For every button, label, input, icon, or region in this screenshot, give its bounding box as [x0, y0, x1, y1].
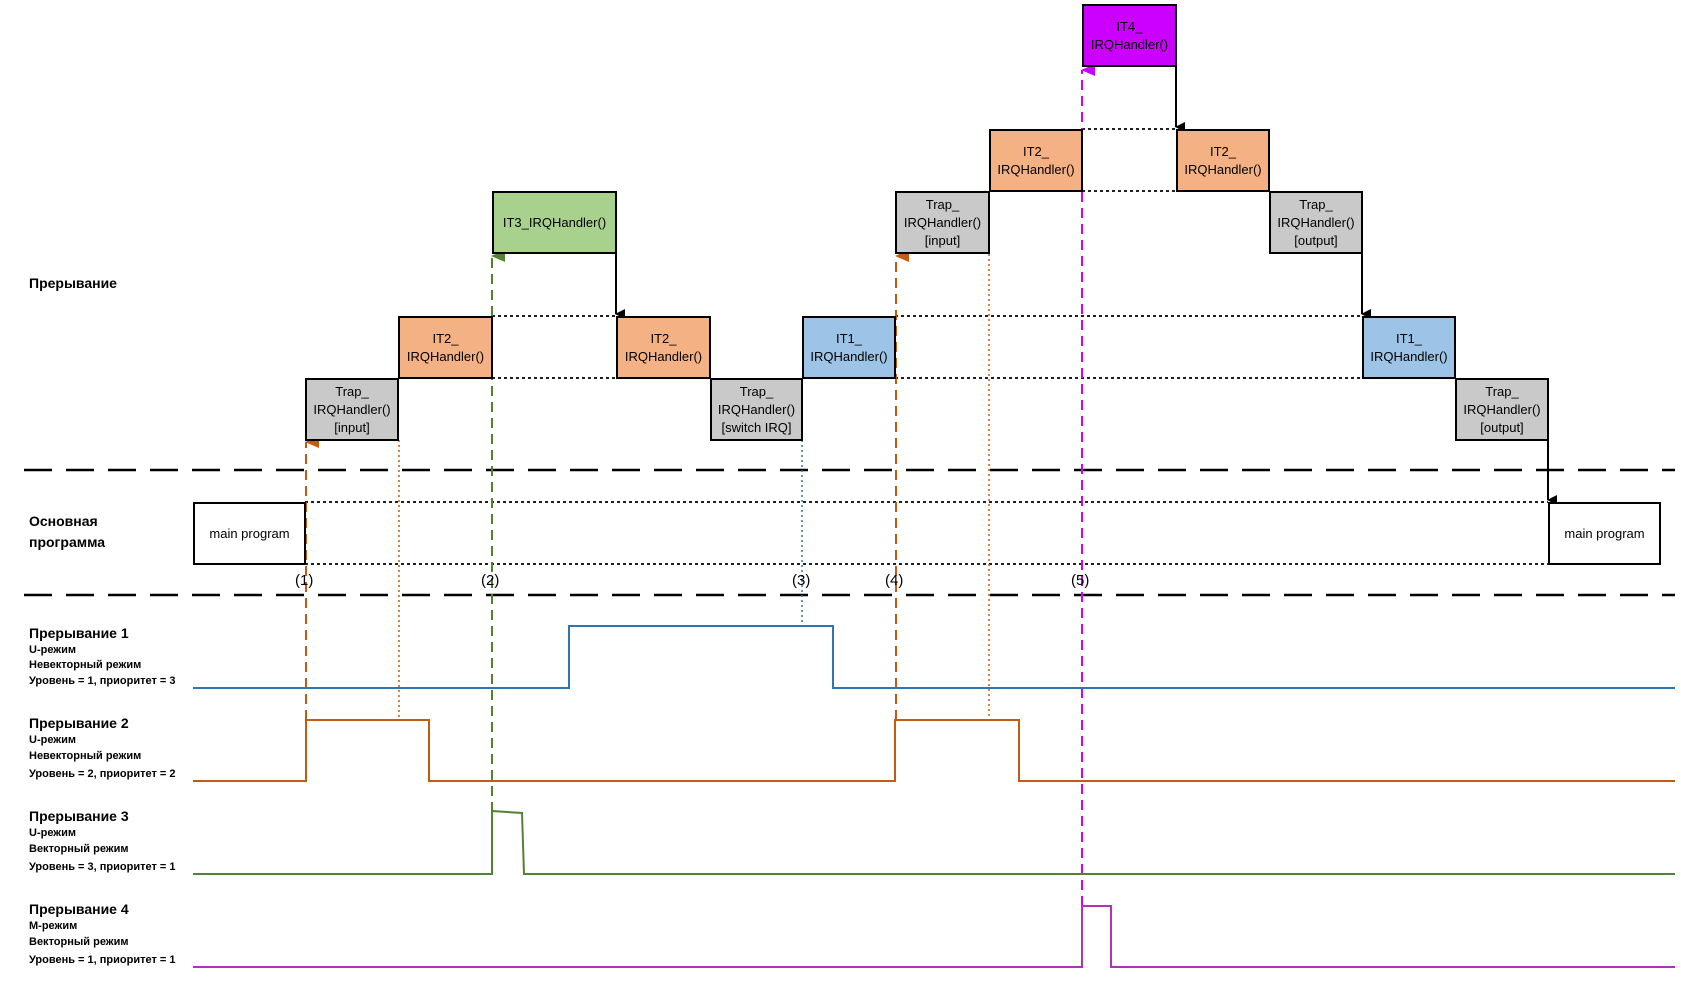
irq2-level: Уровень = 2, приоритет = 2 [29, 768, 176, 780]
irq4-mode: M-режим [29, 920, 78, 932]
it2-handler-block-3: IT2_ IRQHandler() [989, 129, 1083, 192]
it4-handler-block: IT4_ IRQHandler() [1082, 4, 1177, 67]
event-marker-5: (5) [1071, 572, 1090, 589]
it1-handler-block-2: IT1_ IRQHandler() [1362, 316, 1456, 379]
irq3-title: Прерывание 3 [29, 808, 129, 824]
level-guides [305, 128, 1548, 565]
irq1-waveform [193, 625, 1675, 689]
trap-handler-output-block-2: Trap_ IRQHandler() [output] [1455, 378, 1549, 441]
irq4-level: Уровень = 1, приоритет = 1 [29, 954, 176, 966]
trap-handler-input-block-1: Trap_ IRQHandler() [input] [305, 378, 399, 441]
event-marker-3: (3) [792, 572, 811, 589]
irq1-title: Прерывание 1 [29, 625, 129, 641]
irq2-mode: U-режим [29, 734, 76, 746]
trap-handler-input-block-2: Trap_ IRQHandler() [input] [895, 191, 990, 254]
main-program-section-label-line1: Основная [29, 513, 98, 529]
irq4-waveform [193, 905, 1675, 968]
irq1-vector: Невекторный режим [29, 659, 142, 671]
irq3-level: Уровень = 3, приоритет = 1 [29, 861, 176, 873]
irq3-mode: U-режим [29, 827, 76, 839]
event-marker-4: (4) [885, 572, 904, 589]
irq2-title: Прерывание 2 [29, 715, 129, 731]
irq2-waveform [193, 719, 1675, 782]
trap-handler-output-block-1: Trap_ IRQHandler() [output] [1269, 191, 1363, 254]
event-marker-1: (1) [295, 572, 314, 589]
irq3-vector: Векторный режим [29, 843, 129, 855]
it3-handler-block: IT3_IRQHandler() [492, 191, 617, 254]
it2-handler-block-2: IT2_ IRQHandler() [616, 316, 711, 379]
it2-handler-block-1: IT2_ IRQHandler() [398, 316, 493, 379]
event-marker-2: (2) [481, 572, 500, 589]
irq1-mode: U-режим [29, 644, 76, 656]
trap-handler-switch-block: Trap_ IRQHandler() [switch IRQ] [710, 378, 803, 441]
irq3-waveform [193, 809, 1675, 875]
main-program-right-block: main program [1548, 502, 1661, 565]
interrupt-section-label: Прерывание [29, 275, 117, 291]
irq4-title: Прерывание 4 [29, 901, 129, 917]
it1-handler-block-1: IT1_ IRQHandler() [802, 316, 896, 379]
irq2-vector: Невекторный режим [29, 750, 142, 762]
irq4-vector: Векторный режим [29, 936, 129, 948]
main-program-left-block: main program [193, 502, 306, 565]
it2-handler-block-4: IT2_ IRQHandler() [1176, 129, 1270, 192]
irq1-level: Уровень = 1, приоритет = 3 [29, 675, 176, 687]
main-program-section-label-line2: программа [29, 534, 106, 550]
